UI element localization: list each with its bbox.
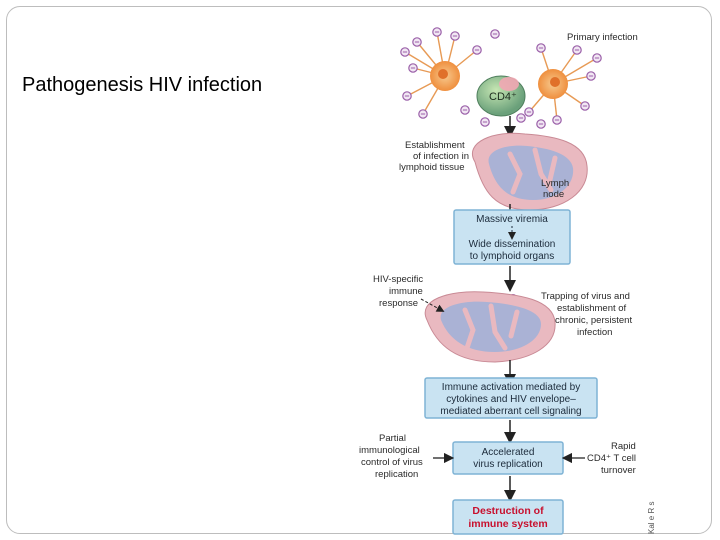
hiv-response-text: HIV-specific immune response	[373, 274, 445, 312]
dendritic-cell-left	[404, 31, 478, 115]
activation-line-3: mediated aberrant cell signaling	[440, 406, 581, 417]
box-massive-viremia: Massive viremia Wide dissemination to ly…	[453, 209, 571, 265]
hiv-response-line-3: response	[379, 298, 418, 309]
partial-control-text: Partial immunological control of virus r…	[359, 433, 455, 480]
cd4-cell	[476, 75, 526, 117]
hiv-pathogenesis-diagram: CD4⁺ Primary infection Lymph node Establ…	[359, 27, 656, 535]
lymph-node-label-1: Lymph	[541, 178, 569, 189]
partial-line-3: control of virus	[361, 457, 423, 468]
activation-line-1: Immune activation mediated by	[442, 382, 580, 393]
destruction-line-1: Destruction of	[472, 505, 544, 517]
trapping-line-4: infection	[577, 327, 612, 338]
partial-line-4: replication	[375, 469, 418, 480]
rapid-line-2: CD4⁺ T cell	[587, 453, 636, 464]
trapping-text: Trapping of virus and establishment of c…	[541, 291, 632, 338]
slide-frame	[6, 6, 712, 534]
viremia-line-3: to lymphoid organs	[470, 251, 555, 262]
box-immune-activation: Immune activation mediated by cytokines …	[424, 377, 598, 419]
dendritic-cell-right	[528, 47, 598, 121]
trapping-line-2: establishment of	[557, 303, 627, 314]
establishment-line-2: of infection in	[413, 151, 469, 162]
lymph-node-2	[424, 291, 556, 363]
cd4-label: CD4⁺	[489, 91, 517, 103]
slide-title: Pathogenesis HIV infection	[22, 74, 263, 96]
trapping-line-3: chronic, persistent	[555, 315, 632, 326]
rapid-line-3: turnover	[601, 465, 636, 476]
viremia-line-1: Massive viremia	[476, 214, 548, 225]
establishment-line-1: Establishment	[405, 140, 465, 151]
hiv-response-line-1: HIV-specific	[373, 274, 423, 285]
replication-line-2: virus replication	[473, 459, 542, 470]
lymph-node-1: Lymph node	[472, 132, 588, 211]
watermark: Kal e R s	[647, 502, 656, 534]
box-destruction: Destruction of immune system	[452, 499, 564, 535]
establishment-text: Establishment of infection in lymphoid t…	[399, 140, 469, 173]
trapping-line-1: Trapping of virus and	[541, 291, 630, 302]
rapid-line-1: Rapid	[611, 441, 636, 452]
rapid-turnover-text: Rapid CD4⁺ T cell turnover	[561, 441, 636, 476]
destruction-line-2: immune system	[468, 518, 547, 530]
hiv-response-line-2: immune	[389, 286, 423, 297]
replication-line-1: Accelerated	[482, 447, 535, 458]
partial-line-2: immunological	[359, 445, 420, 456]
lymph-node-label-2: node	[543, 189, 564, 200]
viremia-line-2: Wide dissemination	[469, 239, 556, 250]
primary-infection-label: Primary infection	[567, 32, 638, 43]
box-accelerated-replication: Accelerated virus replication	[452, 441, 564, 475]
establishment-line-3: lymphoid tissue	[399, 162, 464, 173]
activation-line-2: cytokines and HIV envelope–	[446, 394, 576, 405]
partial-line-1: Partial	[379, 433, 406, 444]
